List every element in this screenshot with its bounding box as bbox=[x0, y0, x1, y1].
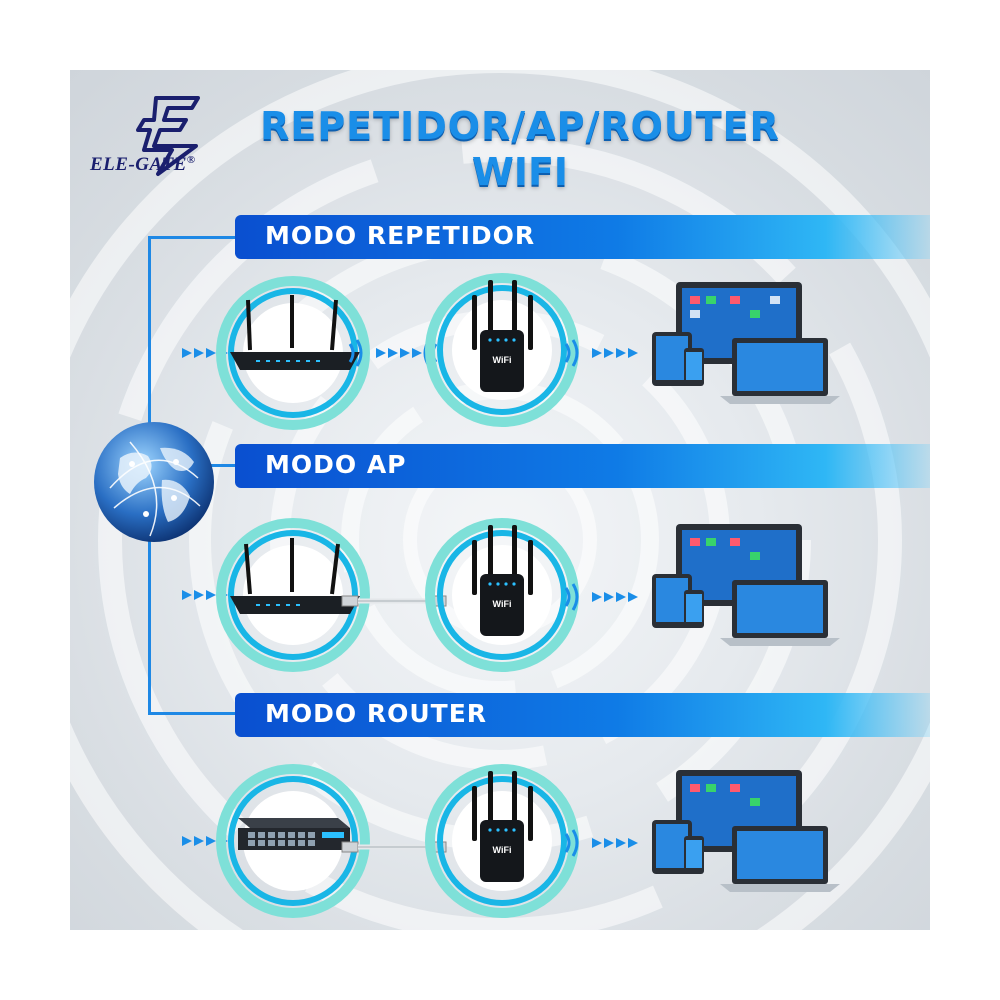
banner-label: MODO ROUTER bbox=[265, 699, 488, 728]
wifi-signal-icon bbox=[564, 829, 579, 857]
tree-branch-ap bbox=[200, 464, 238, 467]
wifi-signal-icon bbox=[348, 339, 363, 367]
globe-icon bbox=[94, 422, 214, 542]
laptop-icon bbox=[720, 826, 840, 892]
row-diagram: WiFi bbox=[182, 518, 840, 672]
tablet-icon bbox=[652, 332, 692, 386]
device-label: WiFi bbox=[493, 599, 512, 609]
wifi-signal-icon bbox=[564, 583, 579, 611]
laptop-icon bbox=[720, 338, 840, 404]
arrow-icon bbox=[592, 348, 638, 358]
arrow-icon bbox=[376, 348, 422, 358]
row-modo-repetidor: WiFi bbox=[70, 270, 930, 450]
brand-logo-text: ELE-GATE® bbox=[90, 154, 196, 175]
phone-icon bbox=[684, 348, 704, 386]
switch-icon bbox=[238, 818, 350, 850]
repeater-icon: WiFi bbox=[472, 525, 533, 636]
tree-branch-router bbox=[148, 712, 238, 715]
arrow-icon bbox=[592, 838, 638, 848]
page-title-line2: WIFI bbox=[471, 150, 569, 194]
tree-branch-repetidor bbox=[148, 236, 238, 239]
row-diagram: WiFi bbox=[182, 764, 840, 918]
registered-mark: ® bbox=[186, 154, 196, 166]
repeater-icon: WiFi bbox=[472, 771, 533, 882]
router-icon bbox=[230, 295, 360, 370]
tablet-icon bbox=[652, 820, 692, 874]
ele-gate-logo-icon bbox=[136, 96, 200, 176]
row-diagram: WiFi bbox=[182, 273, 840, 430]
phone-icon bbox=[684, 836, 704, 874]
repeater-icon: WiFi bbox=[472, 280, 533, 392]
wifi-signal-icon bbox=[564, 339, 579, 367]
infographic-canvas: ELE-GATE® REPETIDOR/AP/ROUTER WIFI MODO … bbox=[70, 70, 930, 930]
page-title: REPETIDOR/AP/ROUTER bbox=[260, 104, 780, 148]
phone-icon bbox=[684, 590, 704, 628]
banner-modo-ap: MODO AP bbox=[235, 444, 930, 488]
banner-modo-repetidor: MODO REPETIDOR bbox=[235, 215, 930, 259]
banner-modo-router: MODO ROUTER bbox=[235, 693, 930, 737]
device-label: WiFi bbox=[493, 355, 512, 365]
tablet-icon bbox=[652, 574, 692, 628]
router-ring-icon bbox=[216, 518, 370, 672]
router-icon bbox=[230, 538, 360, 614]
banner-label: MODO REPETIDOR bbox=[265, 221, 536, 250]
arrow-icon bbox=[592, 592, 638, 602]
banner-label: MODO AP bbox=[265, 450, 407, 479]
row-modo-ap: WiFi bbox=[70, 510, 930, 690]
row-modo-router: WiFi bbox=[70, 756, 930, 930]
laptop-icon bbox=[720, 580, 840, 646]
device-label: WiFi bbox=[493, 845, 512, 855]
